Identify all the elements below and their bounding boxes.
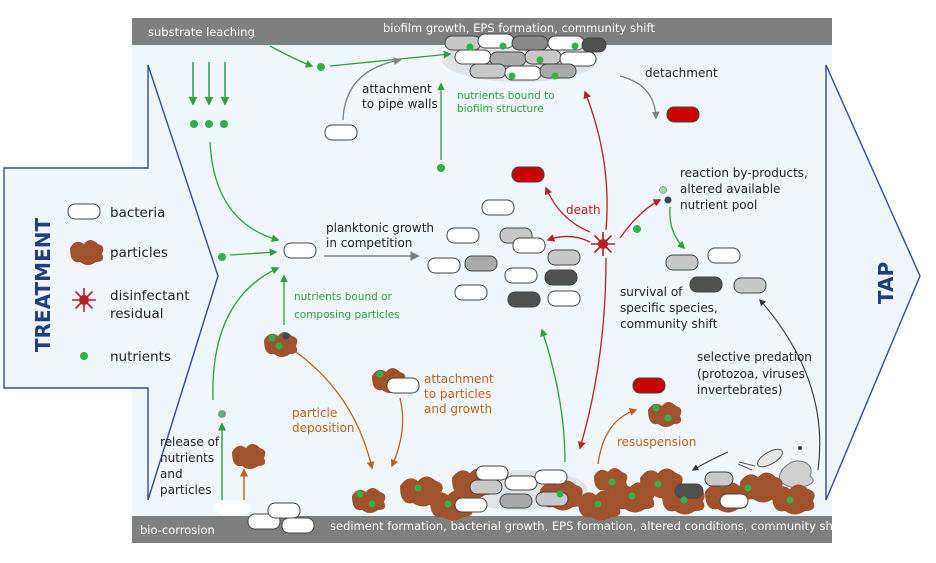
release-label-3: and bbox=[160, 467, 183, 481]
bound-particles-label-2: composing particles bbox=[294, 309, 400, 321]
attachment-walls-label: attachment bbox=[362, 82, 432, 96]
top-biofilm-cluster bbox=[442, 33, 607, 82]
byproducts-label-2: altered available bbox=[680, 182, 780, 196]
bound-particles-label: nutrients bound or bbox=[294, 291, 393, 303]
byproducts-arrow bbox=[619, 199, 662, 239]
legend-disinfectant-icon bbox=[72, 288, 96, 312]
release-label-4: particles bbox=[160, 483, 212, 497]
amoeba-icon bbox=[778, 460, 814, 489]
nutrient bbox=[633, 225, 641, 233]
bacterium bbox=[283, 242, 317, 259]
nutrient bbox=[190, 120, 198, 128]
predation-label-2: (protozoa, viruses bbox=[697, 367, 805, 381]
deposition-label-2: deposition bbox=[292, 421, 355, 435]
sediment-formation-label: sediment formation, bacterial growth, EP… bbox=[330, 519, 845, 533]
nutrient-flow-arrow bbox=[209, 141, 280, 243]
bound-biofilm-label: nutrients bound to bbox=[457, 90, 555, 102]
deposition-arrow bbox=[295, 351, 375, 470]
legend-bacteria-icon bbox=[67, 203, 101, 220]
survival-label-2: specific species, bbox=[620, 301, 718, 315]
legend-disinfectant-label: disinfectant bbox=[110, 288, 190, 304]
byproduct-dark bbox=[664, 196, 672, 204]
bacterium bbox=[324, 124, 358, 141]
biofilm-growth-label: biofilm growth, EPS formation, community… bbox=[383, 21, 655, 35]
attach-particles-label: attachment bbox=[424, 372, 494, 386]
resuspended-particle bbox=[648, 402, 682, 427]
legend-particles-label: particles bbox=[110, 245, 168, 261]
disinfectant-burst bbox=[591, 232, 615, 256]
particle-with-bacterium bbox=[372, 368, 420, 394]
death-arrow bbox=[544, 186, 591, 233]
sediment-layer bbox=[352, 465, 815, 521]
attachment-walls-label-2: to pipe walls bbox=[362, 97, 438, 111]
detachment-label: detachment bbox=[645, 66, 718, 80]
sediment-release-arrow bbox=[540, 328, 566, 463]
legend-bacteria-label: bacteria bbox=[110, 205, 165, 221]
byproducts-label: reaction by-products, bbox=[680, 166, 808, 180]
dead-bacterium bbox=[632, 377, 666, 394]
attach-settle-arrow bbox=[390, 397, 404, 468]
released-particle bbox=[232, 444, 266, 469]
death-label: death bbox=[566, 203, 601, 217]
predation-label-3: invertebrates) bbox=[697, 383, 782, 397]
nutrient bbox=[317, 63, 325, 71]
nutrient bbox=[437, 164, 445, 172]
attach-particles-label-3: and growth bbox=[424, 402, 492, 416]
bio-corrosion-label: bio-corrosion bbox=[140, 523, 215, 537]
bound-biofilm-label-2: biofilm structure bbox=[457, 103, 544, 115]
survival-label-3: community shift bbox=[620, 317, 718, 331]
legend-particle-icon bbox=[70, 240, 104, 265]
deposition-label: particle bbox=[292, 406, 337, 420]
detachment-arrow bbox=[619, 75, 660, 120]
predation-arrow bbox=[759, 299, 821, 471]
release-label: release of bbox=[160, 435, 220, 449]
protozoa-icon bbox=[737, 448, 783, 471]
substrate-leaching-label: substrate leaching bbox=[148, 25, 255, 39]
planktonic-bacteria bbox=[427, 199, 581, 308]
leaching-arrows bbox=[188, 62, 230, 106]
particle-with-nutrients bbox=[264, 332, 298, 357]
byproducts-to-survivors-arrow bbox=[669, 206, 686, 250]
leach-to-nutrient-arrow bbox=[269, 45, 314, 68]
legend: bacteria particles disinfectant residual… bbox=[67, 203, 190, 365]
byproducts-label-3: nutrient pool bbox=[680, 198, 757, 212]
dead-bacterium bbox=[511, 166, 545, 183]
corrosion-bacteria bbox=[214, 500, 315, 534]
nutrient bbox=[220, 120, 228, 128]
legend-nutrient-icon bbox=[80, 352, 88, 360]
kill-arrow bbox=[546, 234, 591, 243]
dead-bacterium bbox=[666, 106, 700, 123]
predation-label: selective predation bbox=[697, 350, 812, 364]
release-flow-arrow bbox=[212, 267, 280, 401]
predation-arrow-2 bbox=[691, 451, 729, 471]
nutrient bbox=[205, 120, 213, 128]
survival-label: survival of bbox=[620, 285, 683, 299]
attachment-arrow bbox=[342, 57, 402, 121]
nutrient-to-biofilm-arrow bbox=[329, 50, 452, 67]
treatment-arrow bbox=[3, 64, 219, 501]
disinfectant-to-sediment-arrow bbox=[578, 257, 607, 450]
legend-residual-label: residual bbox=[110, 306, 164, 322]
resuspension-arrow bbox=[597, 408, 638, 465]
tap-arrow bbox=[825, 64, 921, 501]
byproduct-light bbox=[659, 186, 667, 194]
release-label-2: nutrients bbox=[160, 451, 214, 465]
disinfectant-to-biofilm-arrow bbox=[583, 90, 608, 231]
legend-nutrients-label: nutrients bbox=[110, 349, 171, 365]
tap-label: TAP bbox=[874, 262, 898, 304]
planktonic-label-2: in competition bbox=[326, 236, 412, 250]
nutrient bbox=[218, 253, 226, 261]
treatment-label: TREATMENT bbox=[31, 218, 55, 353]
resuspension-label: resuspension bbox=[617, 435, 696, 449]
planktonic-label: planktonic growth bbox=[326, 221, 434, 235]
virus-icon bbox=[798, 446, 802, 450]
nutrient-released bbox=[218, 410, 226, 418]
surviving-bacteria bbox=[665, 247, 767, 294]
nutrient-to-bacterium-arrow bbox=[229, 248, 278, 257]
attach-particles-label-2: to particles bbox=[424, 387, 491, 401]
